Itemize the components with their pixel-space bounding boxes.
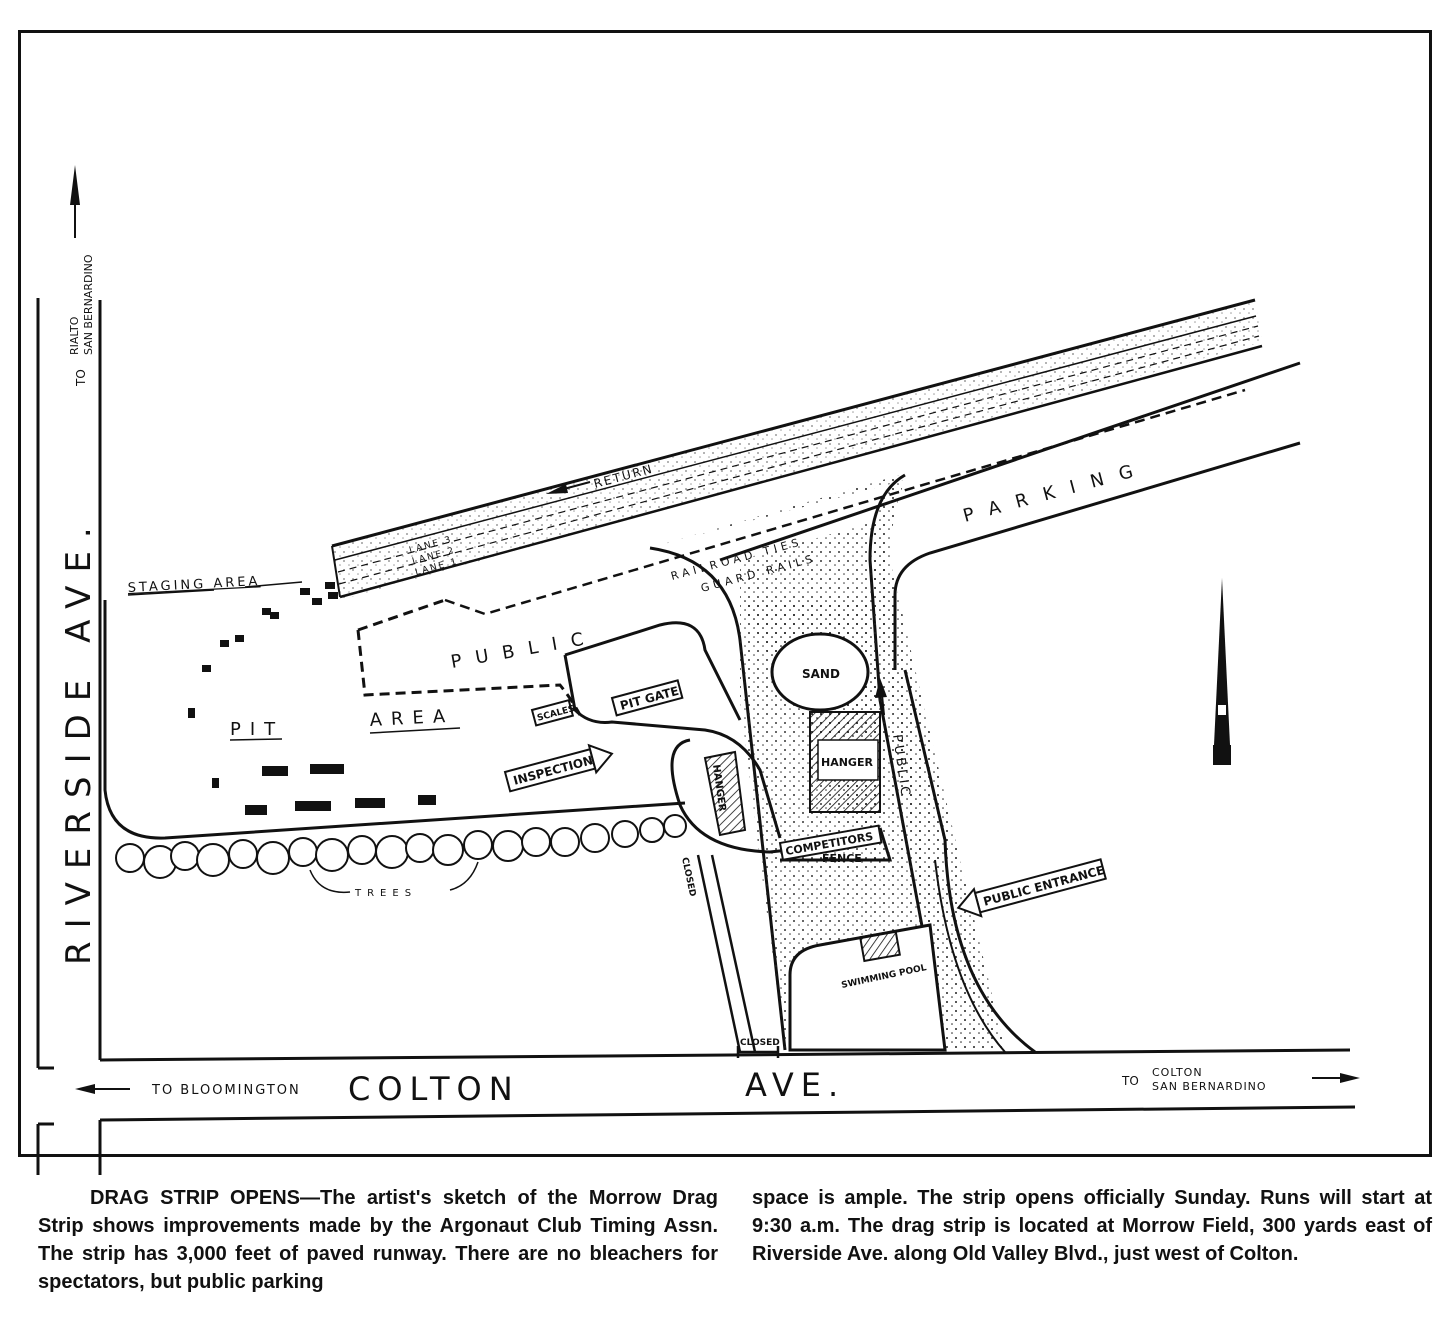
arrow-to-colton	[1312, 1073, 1360, 1083]
to-bloomington-label: TO BLOOMINGTON	[151, 1083, 301, 1098]
sand-mound	[770, 632, 870, 712]
area-label: AREA	[369, 706, 454, 731]
caption-left-body: —The artist's sketch of the Morrow Drag …	[38, 1187, 718, 1293]
to-rialto-line1-label: RIALTO	[68, 316, 81, 355]
sand-label: SAND	[802, 667, 840, 681]
closed-left-label: CLOSED	[679, 857, 697, 898]
colton-ave-road	[99, 1048, 1356, 1122]
caption-headline: DRAG STRIP OPENS	[90, 1187, 300, 1209]
colton-label: COLTON	[348, 1070, 520, 1108]
to-colton-to-label: TO	[1121, 1074, 1139, 1088]
hanger-right	[809, 711, 881, 813]
to-rialto-line2-label: SAN BERNARDINO	[82, 254, 95, 355]
trees-row	[115, 814, 687, 879]
north-arrow-riverside	[70, 165, 80, 238]
pit-gate-sign: PIT GATE	[610, 679, 684, 717]
swimming-pool-area	[788, 923, 947, 1052]
riverside-ave-road	[36, 298, 102, 1175]
caption-right-body: space is ample. The strip opens official…	[752, 1187, 1432, 1265]
pit-label: PIT	[230, 719, 284, 740]
scales-sign: SCALES	[530, 698, 576, 727]
drag-strip-runway	[331, 298, 1263, 600]
hanger-right-label: HANGER	[821, 756, 873, 769]
closed-bottom-label: CLOSED	[740, 1038, 780, 1048]
closed-road	[696, 854, 780, 1058]
trees-bracket	[309, 861, 479, 894]
staging-cars	[188, 582, 338, 788]
arrow-to-bloomington	[75, 1084, 130, 1094]
staging-area-label: STAGING AREA	[127, 574, 260, 596]
pit-cars	[245, 764, 436, 815]
riverside-ave-label: RIVERSIDE AVE.	[59, 514, 99, 965]
public-area-label: PUBLIC	[449, 626, 599, 672]
caption-left-column: DRAG STRIP OPENS—The artist's sketch of …	[38, 1184, 718, 1296]
return-arrow	[546, 481, 591, 494]
to-colton-line1-label: COLTON	[1152, 1066, 1203, 1079]
colton-ave-label: AVE.	[745, 1066, 845, 1104]
north-arrow-icon	[1213, 578, 1231, 765]
to-rialto-to-label: TO	[74, 369, 88, 387]
to-colton-line2-label: SAN BERNARDINO	[1152, 1080, 1267, 1093]
caption-right-column: space is ample. The strip opens official…	[752, 1184, 1432, 1268]
trees-label: TREES	[354, 888, 417, 899]
public-entrance-sign: PUBLIC ENTRANCE	[956, 858, 1107, 918]
drag-strip-map: RIVERSIDE AVE. TO RIALTO SAN BERNARDINO …	[36, 165, 1360, 1175]
inspection-sign: INSPECTION	[503, 743, 614, 793]
public-road-arrow	[875, 678, 887, 716]
fence-label: FENCE	[822, 852, 862, 865]
hanger-left	[703, 750, 747, 837]
pit-area-boundary	[103, 598, 893, 862]
